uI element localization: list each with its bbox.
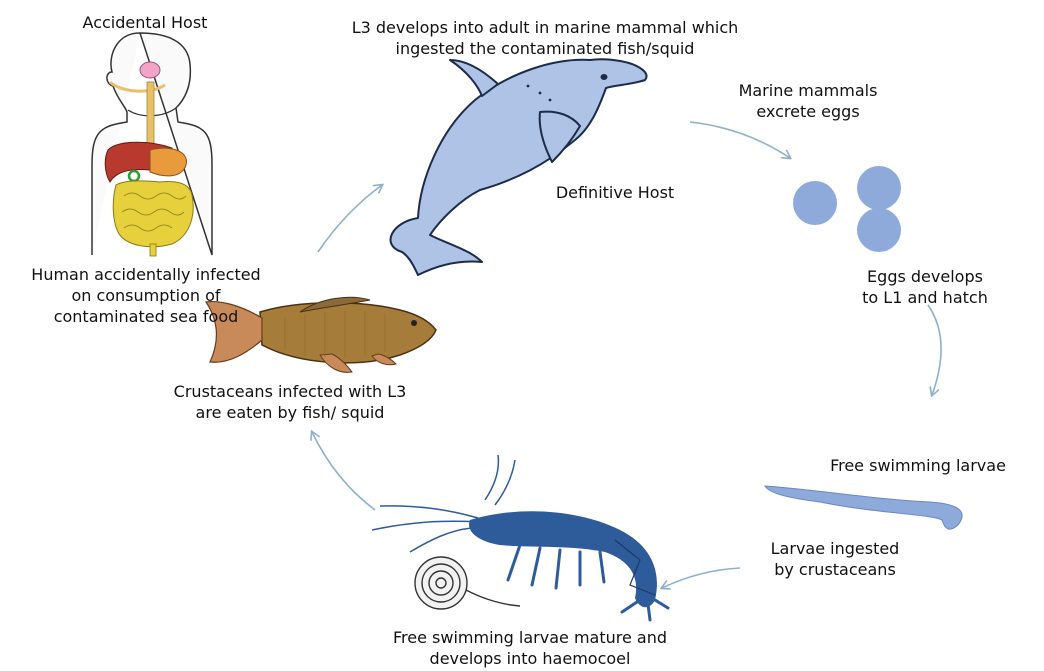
arrow-dolphin-to-eggs xyxy=(690,122,790,158)
free-swimming-larvae-label: Free swimming larvae xyxy=(808,455,1028,476)
human-digestive-system-icon xyxy=(92,33,212,256)
larvae-ingested-label-line1: Larvae ingested xyxy=(755,538,915,559)
crustaceans-eaten-label-line2: are eaten by fish/ squid xyxy=(140,402,440,423)
dolphin-icon xyxy=(391,59,647,275)
coiled-larva-icon xyxy=(415,557,520,609)
crustaceans-eaten-label-line1: Crustaceans infected with L3 xyxy=(140,381,440,402)
arrow-larvae-to-shrimp xyxy=(662,568,740,588)
arrow-shrimp-to-fish xyxy=(312,432,375,510)
eggs-icon xyxy=(793,166,901,252)
human-infected-label-line1: Human accidentally infected xyxy=(6,264,286,285)
eggs-develop-label-line1: Eggs develops xyxy=(830,266,1020,287)
larvae-mature-label-line2: develops into haemocoel xyxy=(355,648,705,669)
excrete-eggs-label-line1: Marine mammals xyxy=(718,80,898,101)
shrimp-icon xyxy=(372,455,668,620)
l3-adult-label-line1: L3 develops into adult in marine mammal … xyxy=(330,17,760,38)
excrete-eggs-label-line2: excrete eggs xyxy=(718,101,898,122)
l3-adult-label-line2: ingested the contaminated fish/squid xyxy=(330,38,760,59)
egg xyxy=(857,208,901,252)
eggs-develop-label-line2: to L1 and hatch xyxy=(830,287,1020,308)
larvae-ingested-label-line2: by crustaceans xyxy=(755,559,915,580)
arrow-fish-to-dolphin xyxy=(318,185,382,252)
egg xyxy=(793,181,837,225)
larvae-mature-label-line1: Free swimming larvae mature and xyxy=(355,627,705,648)
human-infected-label-line3: contaminated sea food xyxy=(6,306,286,327)
human-infected-label-line2: on consumption of xyxy=(6,285,286,306)
definitive-host-label: Definitive Host xyxy=(525,182,705,203)
arrow-eggs-to-larvae xyxy=(928,305,941,395)
egg xyxy=(857,166,901,210)
worm-larva-icon xyxy=(765,486,962,529)
accidental-host-label: Accidental Host xyxy=(60,12,230,33)
